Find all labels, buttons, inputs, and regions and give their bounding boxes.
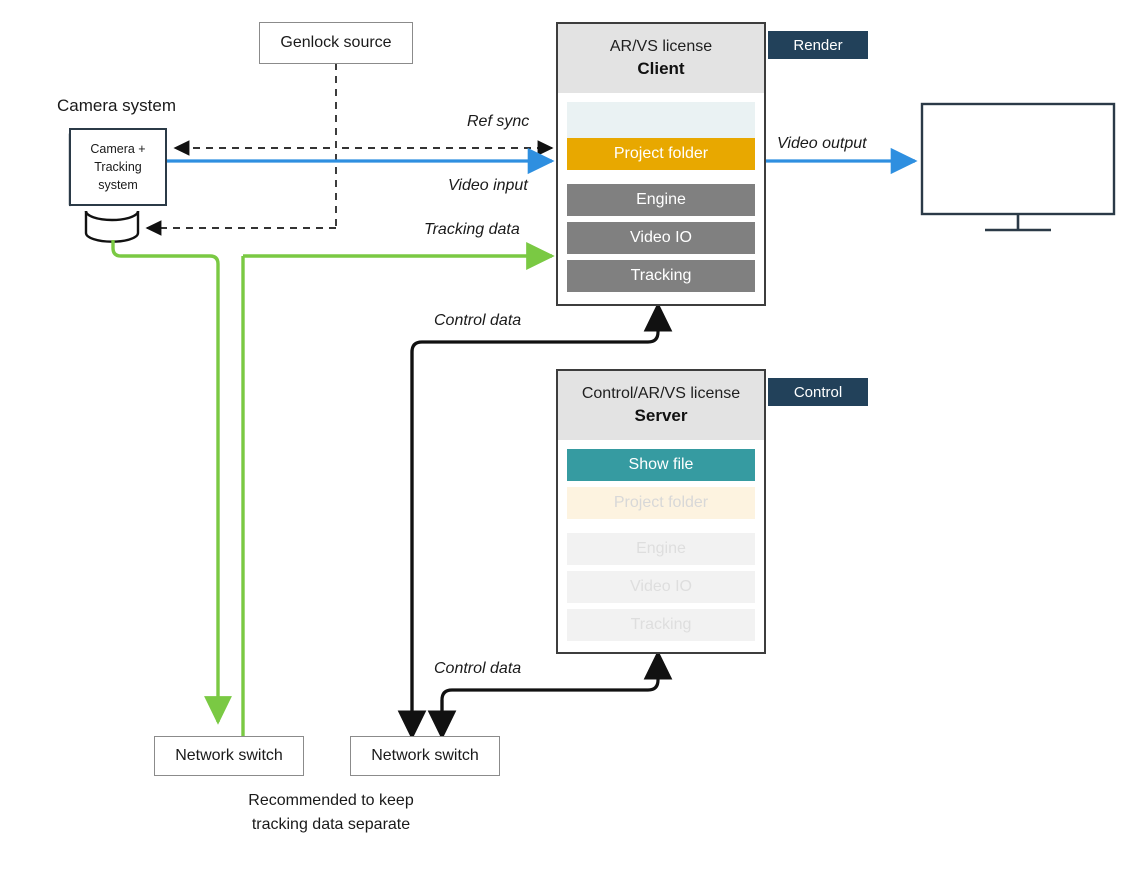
video-display-icon [920,102,1116,232]
client-row-project-folder[interactable]: Project folder [567,137,755,170]
control-data-to-client-line [397,302,673,740]
server-panel[interactable]: Control/AR/VS license Server Show file P… [556,369,766,654]
tracking-data-to-switch-line [111,240,245,736]
note-line-2: tracking data separate [251,816,411,833]
camera-body-line-2: Tracking [94,159,142,174]
label-control-data-server: Control data [434,660,522,677]
network-switch-tracking[interactable]: Network switch [154,736,304,776]
network-switch-control-label: Network switch [371,747,479,764]
genlock-source-label: Genlock source [280,34,392,51]
genlock-source-box[interactable]: Genlock source [259,22,413,64]
client-render-badge-label: Render [793,36,843,54]
client-render-badge: Render [768,31,868,59]
server-row-engine[interactable]: Engine [567,532,755,565]
server-control-badge: Control [768,378,868,406]
server-row-tracking[interactable]: Tracking [567,608,755,641]
label-control-data-client: Control data [434,312,522,329]
label-video-input: Video input [448,177,528,194]
control-data-to-server-line [427,650,673,740]
label-ref-sync: Ref sync [467,113,530,130]
server-row-video-io[interactable]: Video IO [567,570,755,603]
client-panel[interactable]: AR/VS license Client Project folder Engi… [556,22,766,306]
client-row-engine[interactable]: Engine [567,183,755,216]
camera-tracking-cylinder-icon [84,210,140,243]
camera-tracking-system-box[interactable]: Camera + Tracking system [69,128,167,206]
server-row-show-file[interactable]: Show file [567,448,755,481]
server-role-label: Server [634,405,688,425]
camera-body-line-1: Camera + [90,141,146,156]
server-control-badge-label: Control [793,383,843,401]
client-role-label: Client [637,58,685,78]
label-tracking-data: Tracking data [424,221,520,238]
client-panel-header: AR/VS license Client [558,24,764,93]
tracking-separation-note: Recommended to keep tracking data separa… [206,789,456,837]
client-row-video-io[interactable]: Video IO [567,221,755,254]
client-row-tracking[interactable]: Tracking [567,259,755,292]
label-video-output: Video output [777,135,867,152]
server-row-project-folder[interactable]: Project folder [567,486,755,519]
client-row-show-file-placeholder[interactable] [567,101,755,138]
note-line-1: Recommended to keep [248,792,414,809]
server-license-label: Control/AR/VS license [581,385,741,402]
network-switch-control[interactable]: Network switch [350,736,500,776]
camera-body-line-3: system [98,178,138,193]
client-license-label: AR/VS license [609,38,713,55]
network-switch-tracking-label: Network switch [175,747,283,764]
server-panel-header: Control/AR/VS license Server [558,371,764,440]
camera-system-title: Camera system [57,96,177,115]
server-module-list: Show file Project folder Engine Video IO… [558,440,764,657]
client-module-list: Project folder Engine Video IO Tracking [558,93,764,308]
